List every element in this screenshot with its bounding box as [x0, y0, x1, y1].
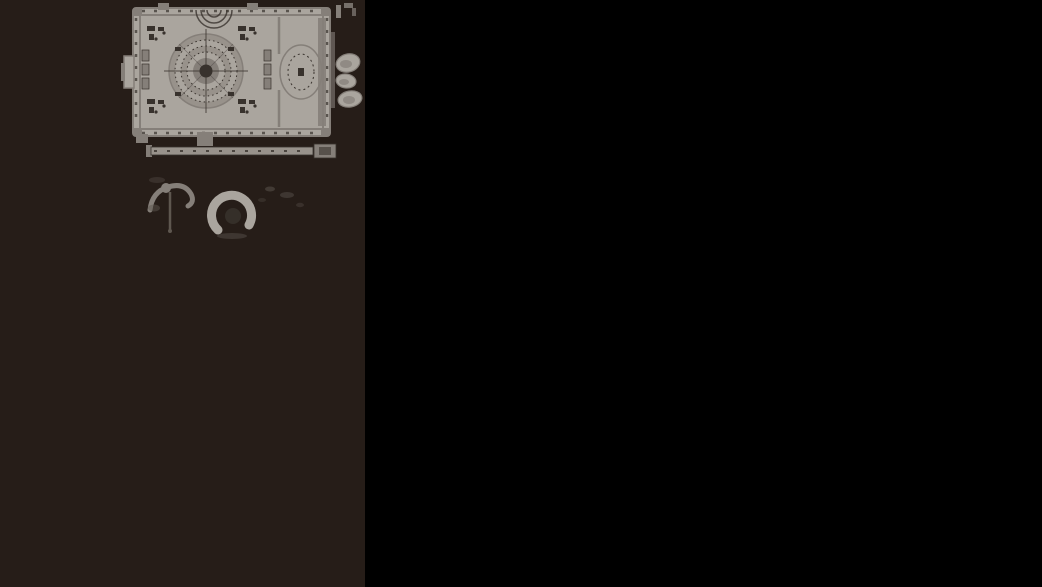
crane-arm [147, 183, 195, 213]
left-door [123, 55, 135, 89]
debris-shade [343, 96, 355, 104]
debris-bit [352, 8, 356, 16]
debris-bit [344, 3, 353, 8]
wall-console [263, 63, 272, 76]
desk-cluster [147, 99, 166, 114]
top-arc [195, 9, 233, 29]
right-exterior-strip [331, 32, 335, 108]
corner-block [321, 128, 329, 136]
right-wall-strip [318, 18, 326, 126]
desk [228, 47, 234, 51]
alcove-console [298, 68, 304, 76]
bottom-step [136, 134, 148, 143]
wall-console [141, 49, 150, 62]
debris-bit [336, 5, 341, 18]
corner-block [321, 8, 329, 16]
crane-foot [168, 229, 172, 233]
left-door-frame [121, 63, 125, 81]
wall-bar-sprite [146, 143, 337, 159]
dome-cavity [225, 208, 241, 224]
wall-console [263, 77, 272, 90]
command-circle [164, 29, 248, 113]
smudge [258, 198, 266, 202]
crane-head [161, 183, 171, 193]
top-arc [206, 9, 222, 18]
wall-console [263, 49, 272, 62]
bottom-doorway [197, 132, 213, 146]
bar-cap-left [146, 145, 152, 157]
smudge [280, 192, 294, 198]
circle-spoke [178, 43, 234, 99]
debris-shade [340, 60, 352, 68]
top-arc [200, 9, 228, 24]
vehicle-sprites [147, 177, 304, 239]
circle-spoke [178, 43, 234, 99]
bar-cap-inner [319, 147, 331, 155]
wall-console [141, 77, 150, 90]
corner-block [134, 8, 142, 16]
furniture [141, 26, 272, 114]
desk [175, 47, 181, 51]
debris-shade [339, 79, 349, 85]
top-turret [247, 3, 258, 10]
wall-console [141, 63, 150, 76]
top-turret [158, 3, 169, 10]
desk [228, 92, 234, 96]
smudge [296, 202, 304, 208]
desk-cluster [147, 26, 166, 41]
desk [175, 92, 181, 96]
desk-cluster [238, 99, 257, 114]
corner-block [134, 128, 142, 136]
smudge [149, 177, 165, 183]
dome-shadow [217, 233, 247, 239]
sprite-sheet [121, 3, 363, 239]
debris-blobs [335, 3, 363, 108]
crane-base [148, 204, 160, 212]
black-viewport-panel [365, 0, 1042, 587]
dome-shell [207, 190, 257, 235]
alcove-ring [287, 53, 315, 91]
smudge [265, 186, 275, 192]
desk-cluster [238, 26, 257, 41]
